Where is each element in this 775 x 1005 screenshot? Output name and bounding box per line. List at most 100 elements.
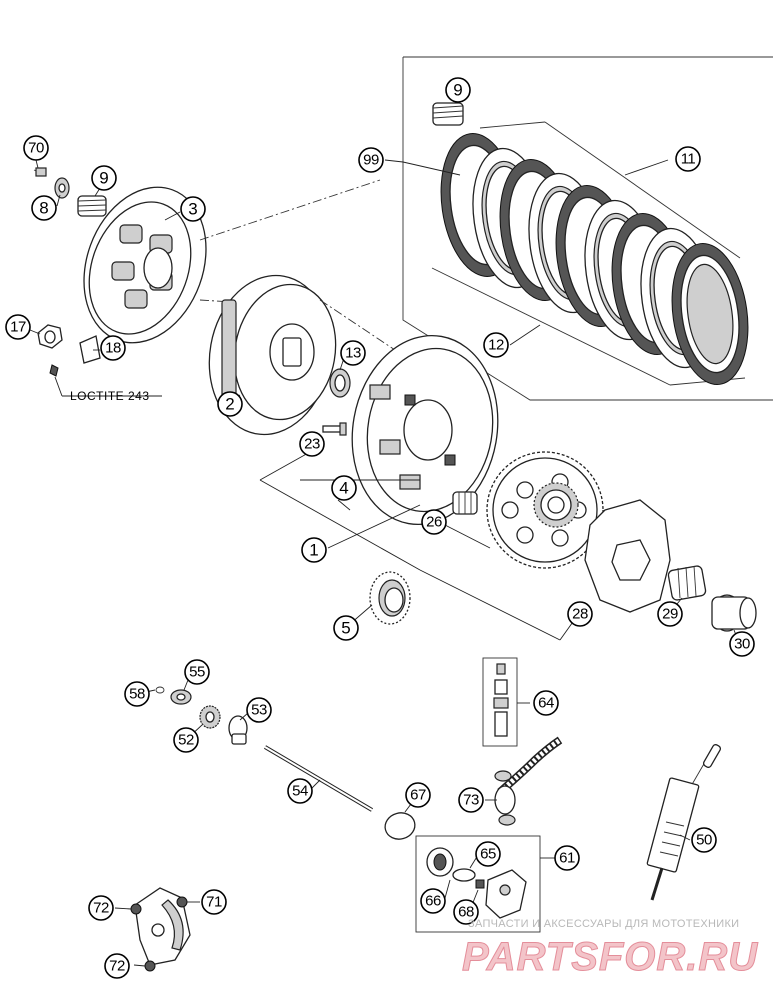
callout-65: 65 xyxy=(475,841,501,867)
callout-58: 58 xyxy=(124,681,150,707)
callout-50: 50 xyxy=(691,827,717,853)
lockwasher-18 xyxy=(79,335,101,364)
push-rod-54 xyxy=(263,745,374,812)
washer-13 xyxy=(329,368,351,398)
outer-clutch-basket xyxy=(351,334,499,526)
cover-71 xyxy=(130,887,191,972)
assembly-bracket-lines xyxy=(259,451,581,641)
callout-71-label: 71 xyxy=(206,894,222,911)
callout-58-label: 58 xyxy=(129,686,145,703)
screw-23 xyxy=(322,422,347,436)
inner-clutch-hub xyxy=(208,274,337,436)
callout-30: 30 xyxy=(729,631,755,657)
callout-99-label: 99 xyxy=(363,152,379,169)
callout-1: 1 xyxy=(301,537,327,563)
callout-18: 18 xyxy=(100,335,126,361)
callout-28: 28 xyxy=(567,601,593,627)
small-gear xyxy=(533,482,579,528)
callout-28-label: 28 xyxy=(572,606,588,623)
callout-70: 70 xyxy=(23,135,49,161)
callout-12: 12 xyxy=(483,332,509,358)
callout-29: 29 xyxy=(657,601,683,627)
primary-gear-5 xyxy=(369,571,411,625)
callout-4: 4 xyxy=(331,475,357,501)
callout-52-label: 52 xyxy=(178,732,194,749)
bleed-screw-64 xyxy=(482,657,518,747)
callout-54-label: 54 xyxy=(292,783,308,800)
callout-66-label: 66 xyxy=(425,893,441,910)
callout-5: 5 xyxy=(333,615,359,641)
circlip-58 xyxy=(155,686,165,694)
callout-26: 26 xyxy=(421,509,447,535)
pressure-piece-53 xyxy=(228,715,248,745)
callout-50-label: 50 xyxy=(696,832,712,849)
banjo-73 xyxy=(494,770,516,826)
callout-99: 99 xyxy=(358,147,384,173)
callout-11: 11 xyxy=(675,146,701,172)
needle-bearing-26 xyxy=(452,491,478,515)
clutch-hose xyxy=(497,736,563,796)
watermark-brand: PARTSFOR.RU xyxy=(462,935,758,979)
callout-72-bottom-label: 72 xyxy=(109,958,125,975)
callout-71: 71 xyxy=(201,889,227,915)
callout-68: 68 xyxy=(453,899,479,925)
callout-67-label: 67 xyxy=(410,787,426,804)
spring-9-top xyxy=(432,102,464,126)
callout-13-label: 13 xyxy=(345,345,361,362)
callout-53-label: 53 xyxy=(251,702,267,719)
pressure-plate xyxy=(83,186,207,344)
bearing-52 xyxy=(199,705,221,729)
spring-9-left xyxy=(77,195,107,217)
callout-68-label: 68 xyxy=(458,904,474,921)
callout-8-label: 8 xyxy=(39,199,48,218)
callout-52: 52 xyxy=(173,727,199,753)
o-ring-67 xyxy=(384,812,416,840)
callout-54: 54 xyxy=(287,778,313,804)
callout-23: 23 xyxy=(299,431,325,457)
bushing-30 xyxy=(711,594,757,632)
callout-61-label: 61 xyxy=(559,850,575,867)
callout-9-top-label: 9 xyxy=(453,81,462,100)
washer-8 xyxy=(54,177,70,199)
damper-plate xyxy=(584,499,671,613)
callout-17-label: 17 xyxy=(10,319,26,336)
callout-67: 67 xyxy=(405,782,431,808)
callout-5-label: 5 xyxy=(341,619,350,638)
callout-2-label: 2 xyxy=(225,395,234,414)
callout-64-label: 64 xyxy=(538,695,554,712)
callout-11-label: 11 xyxy=(681,151,696,168)
callout-17: 17 xyxy=(5,314,31,340)
callout-8: 8 xyxy=(31,195,57,221)
callout-3: 3 xyxy=(180,196,206,222)
callout-26-label: 26 xyxy=(426,514,442,531)
callout-12-label: 12 xyxy=(488,337,504,354)
callout-72-top: 72 xyxy=(88,895,114,921)
nut-17 xyxy=(37,324,63,397)
callout-73: 73 xyxy=(458,787,484,813)
callout-73-label: 73 xyxy=(463,792,479,809)
callout-72-bottom: 72 xyxy=(104,953,130,979)
loctite-label: LOCTITE 243 xyxy=(70,389,150,403)
callout-18-label: 18 xyxy=(105,340,121,357)
callout-29-label: 29 xyxy=(662,606,678,623)
callout-2: 2 xyxy=(217,391,243,417)
callout-55-label: 55 xyxy=(189,664,205,681)
callout-23-label: 23 xyxy=(304,436,320,453)
callout-4-label: 4 xyxy=(339,479,348,498)
syringe-50 xyxy=(646,744,722,901)
callout-30-label: 30 xyxy=(734,636,750,653)
callout-70-label: 70 xyxy=(28,140,44,157)
washer-55 xyxy=(170,689,192,705)
callout-53: 53 xyxy=(246,697,272,723)
callout-61: 61 xyxy=(554,845,580,871)
watermark-tagline: ЗАПЧАСТИ И АКСЕССУАРЫ ДЛЯ МОТОТЕХНИКИ xyxy=(468,918,739,930)
callout-64: 64 xyxy=(533,690,559,716)
callout-66: 66 xyxy=(420,888,446,914)
needle-bearing-29 xyxy=(667,565,707,601)
callout-13: 13 xyxy=(340,340,366,366)
slave-cylinder-61 xyxy=(415,835,541,933)
callout-9-top: 9 xyxy=(445,77,471,103)
callout-55: 55 xyxy=(184,659,210,685)
callout-72-top-label: 72 xyxy=(93,900,109,917)
